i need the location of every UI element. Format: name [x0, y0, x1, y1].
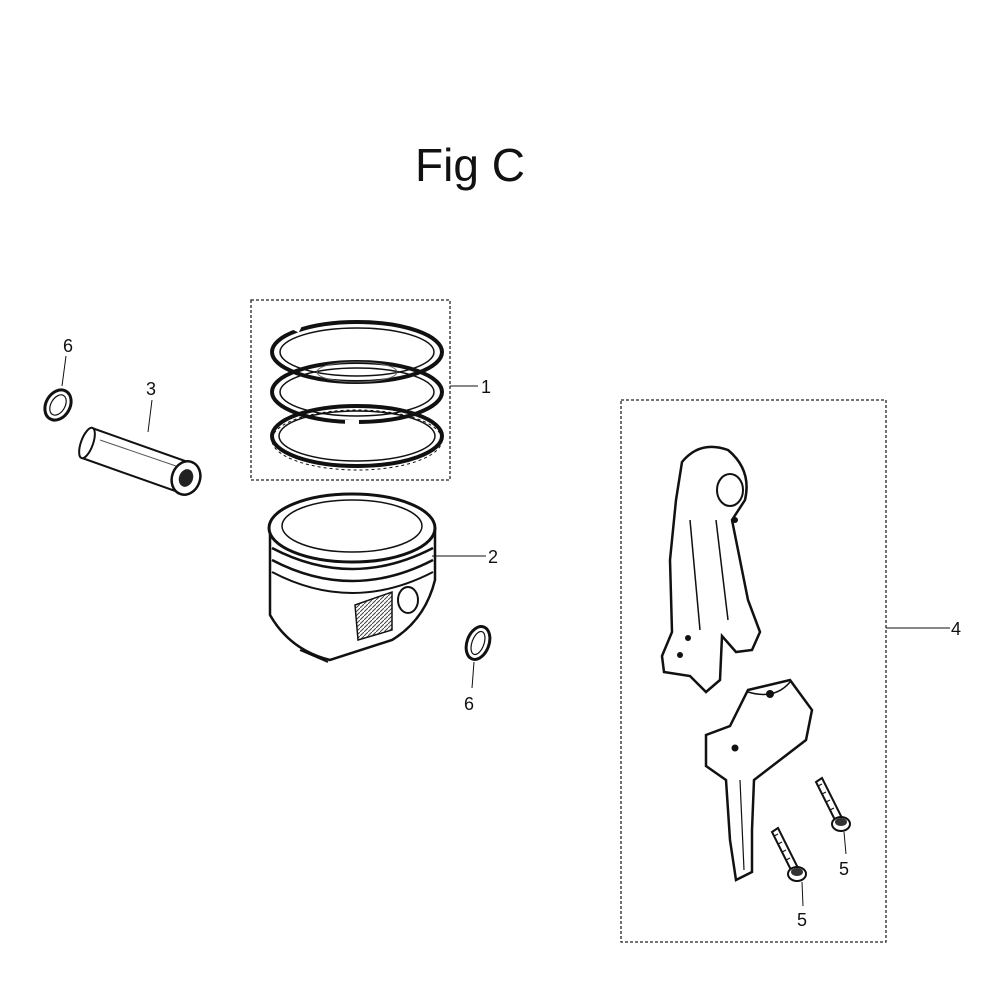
rod-cap-part	[704, 678, 814, 882]
callout-rod-set: 4	[951, 619, 961, 639]
clip-right-part	[464, 625, 492, 661]
callout-clip-right: 6	[464, 694, 474, 714]
rod-set-frame	[620, 399, 887, 943]
callout-piston-pin: 3	[146, 379, 156, 399]
connecting-rod-part	[660, 445, 762, 694]
piston-pin-part	[78, 426, 202, 496]
ring-set-frame	[250, 299, 451, 481]
bolt-lower-part	[770, 826, 807, 882]
callout-clip-left: 6	[63, 336, 73, 356]
piston-rings-part	[270, 320, 444, 471]
callout-ring-set: 1	[481, 377, 491, 397]
callout-bolt-upper: 5	[839, 859, 849, 879]
callout-piston: 2	[488, 547, 498, 567]
figure-title: Fig C	[415, 139, 525, 191]
bolt-upper-part	[814, 776, 851, 832]
callout-bolt-lower: 5	[797, 910, 807, 930]
clip-left-part	[43, 388, 73, 422]
piston-part	[267, 492, 437, 663]
